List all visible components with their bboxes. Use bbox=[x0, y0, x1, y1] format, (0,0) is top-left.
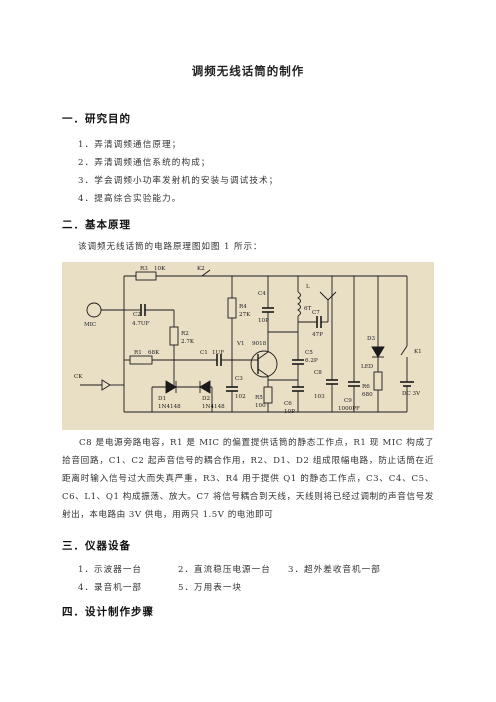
page-title: 调频无线话筒的制作 bbox=[191, 64, 305, 78]
label-r4: R4 bbox=[239, 304, 247, 310]
label-c4: C4 bbox=[258, 291, 266, 297]
circuit-intro-text: 该调频无线话筒的电路原理图如图 1 所示： bbox=[78, 242, 263, 252]
label-d2: D2 bbox=[202, 396, 210, 402]
label-v1-value: 9018 bbox=[252, 341, 267, 347]
label-c6: C6 bbox=[284, 401, 292, 407]
label-r6: R6 bbox=[362, 384, 370, 390]
label-c8: C8 bbox=[314, 370, 322, 376]
circuit-diagram: R3 10K K2 MIC C2 4.7UF R2 2.7K R4 27K C4… bbox=[62, 262, 434, 430]
label-c4-value: 10P bbox=[258, 318, 269, 324]
label-r3: R3 bbox=[140, 266, 148, 272]
label-r5-value: 100 bbox=[255, 403, 266, 409]
list-item: 4．提高综合实验能力。 bbox=[78, 194, 182, 204]
section-heading-purpose: 一．研究目的 bbox=[62, 113, 131, 125]
label-r5: R5 bbox=[255, 395, 263, 401]
label-r2: R2 bbox=[181, 331, 189, 337]
label-c6-value: 10P bbox=[284, 409, 295, 415]
label-v1: V1 bbox=[236, 341, 245, 347]
label-c7-value: 47P bbox=[312, 332, 323, 338]
label-k1: K1 bbox=[414, 349, 422, 355]
label-r1-value: 68K bbox=[148, 350, 160, 356]
equipment-item: 5．万用表一块 bbox=[178, 583, 243, 593]
label-c3: C3 bbox=[235, 376, 243, 382]
label-mic: MIC bbox=[84, 322, 96, 328]
label-l-value: 6T bbox=[304, 306, 312, 312]
label-r1: R1 bbox=[134, 350, 142, 356]
label-c9: C9 bbox=[344, 398, 352, 404]
equipment-item: 3．超外差收音机一部 bbox=[288, 565, 381, 575]
section-heading-steps: 四．设计制作步骤 bbox=[62, 606, 154, 618]
label-k2: K2 bbox=[197, 266, 205, 272]
equipment-item: 2．直流稳压电源一台 bbox=[178, 565, 271, 575]
section-heading-equipment: 三．仪器设备 bbox=[62, 540, 131, 552]
label-c1-value: 1UF bbox=[212, 350, 224, 356]
list-item: 1．弄清调频通信原理； bbox=[78, 140, 182, 150]
label-d3: D3 bbox=[367, 336, 375, 342]
label-d1-value: 1N4148 bbox=[158, 404, 181, 410]
label-c7: C7 bbox=[312, 310, 320, 316]
principle-description-text: C8 是电源旁路电容，R1 是 MIC 的偏置提供话筒的静态工作点，R1 现 M… bbox=[62, 438, 434, 520]
label-r6-value: 680 bbox=[362, 392, 373, 398]
list-item: 3．学会调频小功率发射机的安装与调试技术； bbox=[78, 176, 279, 186]
label-ck: CK bbox=[74, 374, 83, 380]
equipment-item: 1．示波器一台 bbox=[78, 565, 143, 575]
equipment-row-2: 4．录音机一部 5．万用表一块 bbox=[78, 581, 242, 593]
label-c2-value: 4.7UF bbox=[132, 321, 150, 327]
list-item: 2．弄清调频通信系统的构成； bbox=[78, 158, 211, 168]
label-c9-value: 1000PF bbox=[338, 406, 360, 412]
label-d2-value: 1N4148 bbox=[202, 404, 225, 410]
label-r3-value: 10K bbox=[154, 266, 166, 272]
label-c5-value: 6.2P bbox=[305, 358, 318, 364]
principle-description: C8 是电源旁路电容，R1 是 MIC 的偏置提供话筒的静态工作点，R1 现 M… bbox=[62, 434, 434, 524]
equipment-row-1: 1．示波器一台 2．直流稳压电源一台 3．超外差收音机一部 bbox=[78, 563, 381, 575]
label-c2: C2 bbox=[133, 312, 141, 318]
label-l: L bbox=[306, 284, 310, 290]
label-r2-value: 2.7K bbox=[181, 339, 195, 345]
label-c3-value: 102 bbox=[235, 394, 246, 400]
label-r4-value: 27K bbox=[239, 312, 251, 318]
label-dc: DC 3V bbox=[402, 391, 421, 397]
section-heading-principle: 二．基本原理 bbox=[62, 219, 131, 231]
label-c8-value: 103 bbox=[314, 394, 325, 400]
equipment-item: 4．录音机一部 bbox=[78, 583, 143, 593]
label-c1: C1 bbox=[200, 350, 208, 356]
label-d1: D1 bbox=[158, 396, 166, 402]
label-c5: C5 bbox=[305, 350, 313, 356]
label-d3-value: LED bbox=[361, 364, 374, 370]
